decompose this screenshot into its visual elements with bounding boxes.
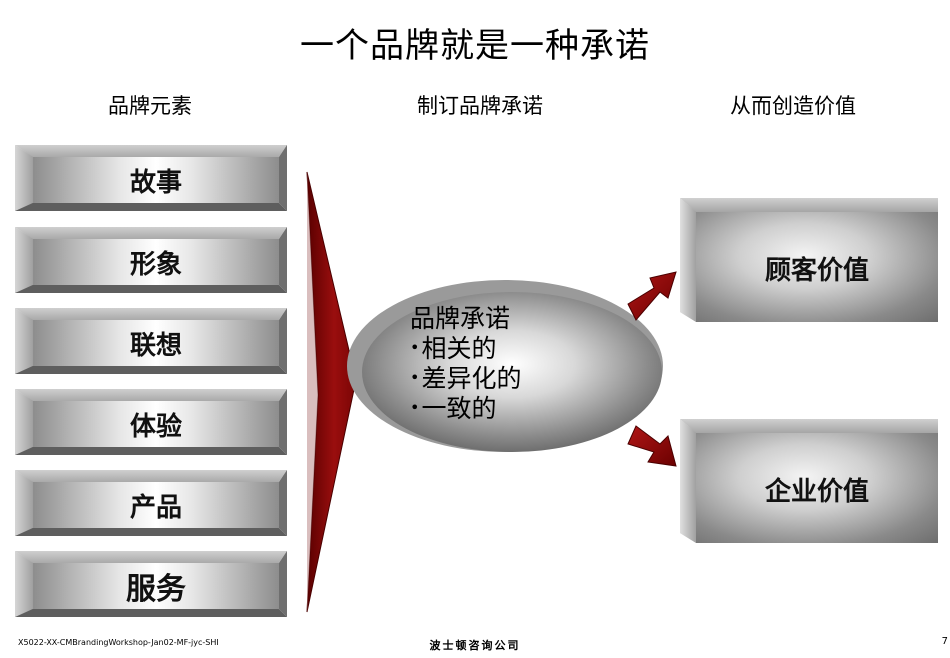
- brand-promise-ellipse: [362, 292, 662, 452]
- brand-element-label: 服务: [33, 563, 279, 609]
- column-heading-brand-promise: 制订品牌承诺: [417, 94, 543, 118]
- brand-element-label: 故事: [33, 157, 279, 203]
- column-heading-create-value: 从而创造价值: [730, 94, 856, 118]
- brand-element-box: 体验: [15, 389, 287, 455]
- promise-list-item: •差异化的: [410, 364, 522, 393]
- brand-element-box: 联想: [15, 308, 287, 374]
- value-label: 企业价值: [696, 433, 938, 543]
- arrow-down-right-icon: [627, 425, 677, 467]
- brand-element-box: 服务: [15, 551, 287, 617]
- value-label: 顾客价值: [696, 212, 938, 322]
- footer-company-name: 波士顿咨询公司: [429, 639, 521, 652]
- brand-element-box: 形象: [15, 227, 287, 293]
- arrow-up-right-icon: [627, 271, 677, 321]
- brand-element-label: 体验: [33, 401, 279, 447]
- brand-element-label: 形象: [33, 239, 279, 285]
- footer-file-id: X5022-XX-CMBrandingWorkshop-Jan02-MF-jyc…: [18, 638, 219, 647]
- customer-value-box: 顾客价值: [680, 198, 938, 322]
- brand-promise-heading: 品牌承诺: [410, 304, 511, 333]
- brand-element-box: 故事: [15, 145, 287, 211]
- brand-promise-text: 品牌承诺 •相关的 •差异化的 •一致的: [410, 304, 521, 423]
- brand-element-label: 产品: [33, 482, 279, 528]
- page-number: 7: [941, 636, 948, 647]
- enterprise-value-box: 企业价值: [680, 419, 938, 543]
- slide-title: 一个品牌就是一种承诺: [300, 26, 650, 66]
- brand-element-box: 产品: [15, 470, 287, 536]
- promise-list-item: •相关的: [410, 334, 497, 363]
- brand-element-label: 联想: [33, 320, 279, 366]
- promise-list-item: •一致的: [410, 394, 497, 423]
- column-heading-brand-elements: 品牌元素: [108, 94, 192, 118]
